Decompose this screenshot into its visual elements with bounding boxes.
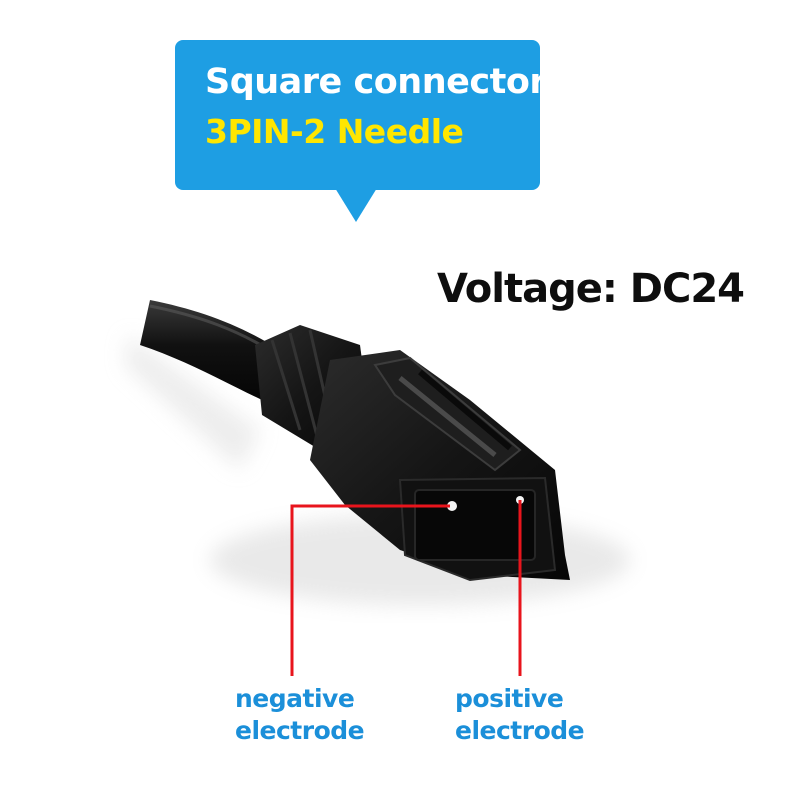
- positive-label-line2: electrode: [455, 716, 585, 745]
- negative-label-line1: negative: [235, 684, 355, 713]
- voltage-label: Voltage: DC24: [437, 266, 745, 312]
- cable: [140, 300, 280, 400]
- cable-shadow: [125, 335, 260, 470]
- callout-tail: [335, 188, 377, 222]
- positive-electrode-label: positive electrode: [455, 683, 585, 747]
- connector-type-title: Square connector: [205, 62, 547, 102]
- negative-label-line2: electrode: [235, 716, 365, 745]
- positive-label-line1: positive: [455, 684, 564, 713]
- boot-rib: [288, 332, 320, 441]
- pin-spec-subtitle: 3PIN-2 Needle: [205, 112, 464, 151]
- negative-pin: [447, 501, 457, 511]
- callout-bubble: [175, 40, 540, 190]
- negative-pointer-line: [290, 504, 450, 676]
- negative-electrode-label: negative electrode: [235, 683, 365, 747]
- latch-slot: [418, 369, 512, 451]
- latch-slot: [398, 376, 497, 457]
- boot-rib: [270, 339, 302, 431]
